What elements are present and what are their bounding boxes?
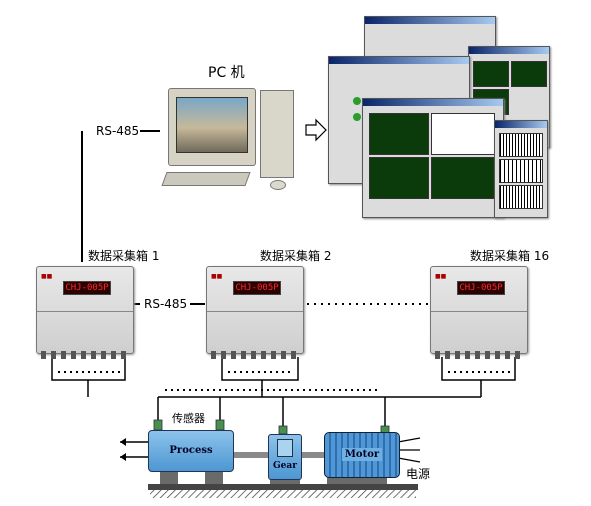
keyboard <box>161 172 251 186</box>
machine-base <box>148 484 418 490</box>
acquisition-box-2: ■■ CHJ-005P <box>206 266 304 359</box>
motor: Motor <box>324 432 400 478</box>
process-label: Process <box>169 445 213 456</box>
monitor <box>168 88 256 166</box>
sensor-bus <box>51 357 516 428</box>
monitor-screen <box>176 97 248 153</box>
box-label-16: 数据采集箱 16 <box>470 249 550 263</box>
power-lines <box>397 437 421 463</box>
box-logo-icon: ■■ <box>435 273 447 280</box>
pc-label: PC 机 <box>208 65 245 81</box>
sensor-label: 传感器 <box>172 412 205 425</box>
software-window-5 <box>494 120 548 218</box>
software-window-4 <box>362 98 504 218</box>
rs485-label-top: RS-485 <box>96 124 140 138</box>
arrow-to-software <box>305 118 327 142</box>
acquisition-box-16: ■■ CHJ-005P <box>430 266 528 359</box>
process-unit: Process <box>148 430 234 472</box>
box-display: CHJ-005P <box>63 281 111 295</box>
acquisition-box-1: ■■ CHJ-005P <box>36 266 134 359</box>
cable-glands <box>211 351 299 359</box>
box-label-1: 数据采集箱 1 <box>88 249 160 263</box>
box-logo-icon: ■■ <box>211 273 223 280</box>
power-label: 电源 <box>406 467 431 481</box>
software-screens <box>328 16 550 218</box>
gear-label: Gear <box>273 461 297 471</box>
motor-label: Motor <box>341 448 383 461</box>
cable-glands <box>41 351 129 359</box>
rs485-label-middle: RS-485 <box>144 297 188 311</box>
pc-computer <box>161 84 302 190</box>
box-logo-icon: ■■ <box>41 273 53 280</box>
cable-glands <box>435 351 523 359</box>
tower <box>260 90 294 178</box>
gearbox: Gear <box>268 434 302 480</box>
mouse <box>270 180 286 190</box>
box-label-2: 数据采集箱 2 <box>260 249 332 263</box>
box-display: CHJ-005P <box>233 281 281 295</box>
box-display: CHJ-005P <box>457 281 505 295</box>
dots-under-boxes <box>58 371 510 391</box>
